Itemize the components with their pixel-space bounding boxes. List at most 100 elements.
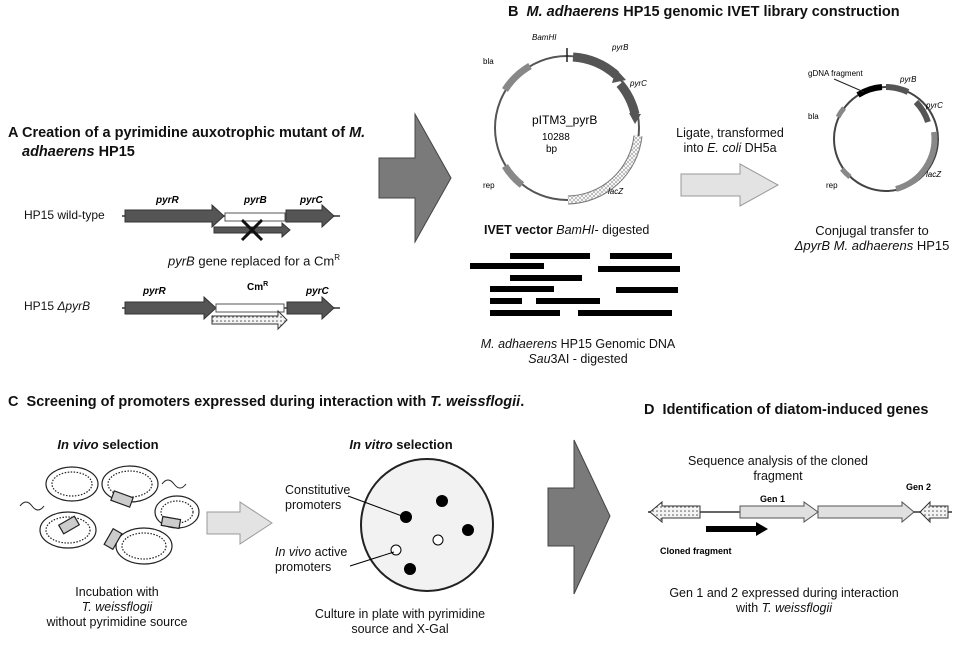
plasmid-name: pITM3_pyrB (532, 113, 597, 127)
replacement-note: pyrB gene replaced for a CmR (168, 250, 340, 268)
ligate-species: E. coli (707, 141, 742, 155)
plasmid-rep-label: rep (483, 181, 495, 190)
bacterium (57, 515, 81, 535)
bla-segment (502, 62, 532, 92)
panel-c-title-end: . (520, 394, 525, 410)
plasmid-bla-label: bla (483, 57, 494, 66)
invitro-title-italic: In vitro (349, 437, 393, 452)
mut-pyrR-label: pyrR (142, 286, 167, 297)
active-line-2: promoters (275, 560, 332, 574)
genomic-fragments (470, 253, 680, 316)
dna-fragment-bar (510, 253, 590, 259)
panel-a-gene-diagram: pyrR pyrB pyrC pyrR CmR pyrC (122, 195, 340, 331)
recombinant-lacZ-label: lacZ (926, 170, 942, 179)
gen1-arrow (739, 501, 819, 523)
mut-gap-box (215, 303, 285, 313)
pyrC-segment-head (629, 113, 641, 124)
invivo-title-rest: selection (98, 437, 159, 452)
big-arrow-shape-2 (547, 439, 611, 595)
downstream-vector-arrow (919, 500, 949, 524)
wt-gap-box (224, 212, 286, 222)
constitutive-leader (347, 495, 403, 517)
cloned-fragment-label: Cloned fragment (660, 546, 732, 556)
cross-mark-2 (240, 218, 264, 242)
conjugal-line-2a: ΔpyrB M. adhaerens (794, 238, 914, 253)
sequence-line-1: Sequence analysis of the cloned (688, 454, 868, 468)
gdna-fragment-label: gDNA fragment (808, 69, 863, 78)
recombinant-pyrB-label: pyrB (899, 75, 917, 84)
expressed-line-1: Gen 1 and 2 expressed during interaction (669, 586, 899, 600)
active-rest: active (311, 545, 348, 559)
gen1-label: Gen 1 (760, 494, 785, 504)
recombinant-pyrB-segment (885, 84, 910, 95)
panel-b-letter: B (508, 4, 519, 20)
expressed-genes-label: Gen 1 and 2 expressed during interaction… (654, 586, 914, 616)
arrow-c-to-d (547, 439, 611, 595)
upstream-vector-arrow (649, 500, 701, 524)
mut-cm-label: CmR (247, 281, 268, 293)
panel-a-title-species-2: adhaerens (22, 144, 95, 160)
dna-fragment-bar (536, 298, 600, 304)
culture-line-1: Culture in plate with pyrimidine (314, 607, 486, 621)
sequence-line-2: fragment (753, 469, 803, 483)
white-colony (432, 534, 444, 546)
dna-fragment-bar (490, 286, 554, 292)
selection-arrow (206, 501, 273, 545)
digest-num: 3AI (550, 352, 570, 366)
gdna-label-leader (833, 78, 865, 93)
mut-pyrR-arrow (124, 295, 217, 321)
dna-fragment-bar (490, 298, 522, 304)
diatom-cell (45, 466, 99, 502)
active-italic: In vivo (275, 545, 312, 559)
mutant-label: HP15 ΔpyrB (24, 299, 90, 314)
genomic-rest: HP15 Genomic DNA (557, 337, 676, 351)
bamhi-label: BamHI (532, 33, 557, 42)
panel-c-letter: C (8, 394, 19, 410)
blue-colony (462, 524, 474, 536)
expressed-line-2a: with (735, 601, 762, 615)
pyrB-segment (572, 52, 619, 79)
invitro-selection-title: In vitro selection (326, 437, 476, 452)
panel-a-title-strain: HP15 (94, 144, 135, 160)
dna-fragment-bar (510, 275, 582, 281)
cmr-cassette-arrow (211, 309, 288, 331)
culture-label: Culture in plate with pyrimidine source … (300, 607, 500, 637)
bacterium (160, 515, 182, 530)
light-arrow-shape-2 (206, 501, 273, 545)
plasmid-lacZ-label: lacZ (608, 187, 624, 196)
invivo-selection-title: In vivo selection (38, 437, 178, 452)
panel-b-title-species: M. adhaerens (526, 4, 620, 20)
recombinant-bla-label: bla (808, 112, 819, 121)
active-label: In vivo active promoters (275, 545, 347, 575)
replacement-text: gene replaced for a Cm (194, 253, 335, 269)
panel-c-title-species: T. weissflogii (430, 394, 521, 410)
recombinant-pyrC-segment (913, 99, 931, 124)
ligate-arrow (680, 163, 780, 207)
sequence-analysis-label: Sequence analysis of the cloned fragment (668, 454, 888, 484)
rep-segment (502, 164, 525, 188)
vector-digest-rest: - digested (594, 223, 650, 237)
panel-a-title: A Creation of a pyrimidine auxotrophic m… (8, 124, 368, 162)
ligate-line-1: Ligate, transformed (676, 126, 784, 140)
wild-type-label: HP15 wild-type (24, 208, 105, 222)
gen2-arrow (817, 500, 915, 524)
replacement-sup: R (334, 253, 340, 262)
culture-line-2: source and X-Gal (351, 622, 449, 636)
dna-fragment-bar (616, 287, 678, 293)
light-arrow-shape-1 (680, 163, 780, 207)
replacement-gene: pyrB (168, 253, 195, 269)
dna-fragment-bar (490, 310, 560, 316)
panel-a-letter: A (8, 125, 18, 141)
incubation-species: T. weissflogii (81, 600, 153, 614)
blue-colony (400, 511, 412, 523)
gen2-label: Gen 2 (906, 482, 931, 492)
plasmid-size: 10288 (542, 132, 570, 143)
conjugal-line-1: Conjugal transfer to (815, 223, 929, 238)
dna-fragment-bar (470, 263, 544, 269)
vector-label-bold: IVET vector (484, 223, 557, 237)
invitro-title-rest: selection (392, 437, 453, 452)
recombinant-plasmid: gDNA fragment pyrB pyrC bla rep lacZ (808, 69, 943, 192)
mut-pyrC-arrow (286, 295, 335, 321)
panel-b-title-text: HP15 genomic IVET library construction (619, 4, 900, 20)
panel-a-title-text: Creation of a pyrimidine auxotrophic mut… (21, 125, 350, 141)
